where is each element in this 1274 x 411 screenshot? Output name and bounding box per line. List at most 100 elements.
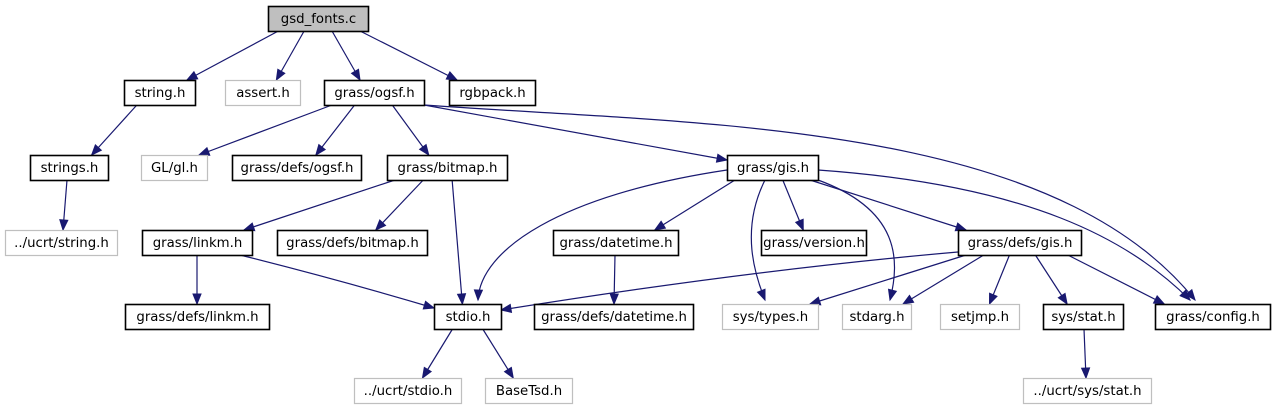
edge-grass-defs-gis-h-to-setjmp-h-arrowhead — [988, 292, 998, 306]
node-label: assert.h — [236, 86, 290, 101]
node-box — [433, 303, 503, 331]
edge-gsd-fonts-c-to-grass-ogsf-h-arrowhead — [350, 68, 361, 82]
edge-grass-defs-gis-h-to-stdio-h-arrowhead — [499, 303, 513, 314]
node-gsd-fonts-c[interactable]: gsd_fonts.c — [267, 5, 370, 33]
node-sys-types-h: sys/types.h — [721, 303, 820, 331]
edge-grass-linkm-h-to-stdio-h — [239, 254, 435, 309]
node-label: sys/stat.h — [1051, 310, 1115, 325]
edge-stdio-h-to-basetsd-h-arrowhead — [503, 366, 514, 380]
node-label: ../ucrt/sys/stat.h — [1033, 384, 1141, 399]
node-grass-config-h[interactable]: grass/config.h — [1154, 303, 1272, 331]
node-gl-gl-h: GL/gl.h — [140, 154, 209, 182]
node-grass-defs-linkm-h[interactable]: grass/defs/linkm.h — [124, 303, 271, 331]
node-rgbpack-h[interactable]: rgbpack.h — [448, 79, 537, 107]
edge-grass-gis-h-to-grass-datetime-h-arrowhead — [653, 220, 667, 231]
edge-string-h-to-strings-h — [91, 104, 138, 156]
edge-grass-ogsf-h-to-grass-defs-ogsf-h-arrowhead — [315, 143, 327, 157]
node-label: stdio.h — [446, 310, 491, 325]
edge-gsd-fonts-c-to-rgbpack-h — [359, 30, 458, 81]
edge-gsd-fonts-c-to-string-h — [186, 30, 279, 81]
node-sys-stat-h[interactable]: sys/stat.h — [1042, 303, 1125, 331]
node-label: gsd_fonts.c — [281, 12, 356, 27]
edge-grass-bitmap-h-to-grass-defs-bitmap-h-arrowhead — [374, 219, 387, 231]
node-label: rgbpack.h — [459, 86, 525, 101]
node-box — [140, 154, 209, 182]
node-box — [841, 303, 913, 331]
node-label: grass/bitmap.h — [398, 161, 498, 176]
node-label: grass/datetime.h — [559, 236, 672, 251]
edge-grass-gis-h-to-stdarg-h — [817, 179, 896, 301]
node-label: grass/linkm.h — [153, 236, 243, 251]
node-grass-linkm-h[interactable]: grass/linkm.h — [141, 229, 254, 257]
node-grass-defs-gis-h[interactable]: grass/defs/gis.h — [957, 229, 1083, 257]
node-grass-datetime-h[interactable]: grass/datetime.h — [552, 229, 680, 257]
node-grass-ogsf-h[interactable]: grass/ogsf.h — [323, 79, 426, 107]
edge-grass-defs-gis-h-to-stdio-h — [500, 251, 959, 311]
node-stdio-h[interactable]: stdio.h — [433, 303, 503, 331]
node-label: strings.h — [41, 161, 99, 176]
node-box — [386, 154, 509, 182]
edge-grass-gis-h-to-stdio-h-arrowhead — [473, 289, 484, 302]
node-box — [721, 303, 820, 331]
node-grass-defs-ogsf-h[interactable]: grass/defs/ogsf.h — [231, 154, 363, 182]
node-label: stdarg.h — [849, 310, 904, 325]
node-box — [939, 303, 1021, 331]
edges-layer — [59, 30, 1196, 380]
node-box — [448, 79, 537, 107]
edge-string-h-to-strings-h-arrowhead — [90, 144, 103, 156]
node-basetsd-h: BaseTsd.h — [484, 377, 574, 405]
node-grass-gis-h[interactable]: grass/gis.h — [726, 154, 820, 182]
node-box — [231, 154, 363, 182]
node-box — [276, 229, 429, 257]
edge-grass-gis-h-to-stdio-h — [477, 169, 728, 301]
node-label: grass/defs/bitmap.h — [286, 236, 419, 251]
edge-grass-defs-gis-h-to-sys-stat-h-arrowhead — [1057, 292, 1068, 306]
edge-grass-gis-h-to-grass-version-h-arrowhead — [794, 218, 804, 232]
edge-grass-bitmap-h-to-grass-linkm-h — [243, 179, 396, 231]
node-box — [29, 154, 110, 182]
node-assert-h: assert.h — [224, 79, 302, 107]
edge-grass-gis-h-to-stdarg-h-arrowhead — [887, 288, 898, 302]
edge-grass-gis-h-to-grass-config-h-arrowhead — [1179, 289, 1191, 301]
edge-grass-ogsf-h-to-grass-config-h-arrowhead — [1184, 288, 1196, 302]
edge-grass-gis-h-to-grass-defs-gis-h — [809, 179, 967, 231]
edge-grass-ogsf-h-to-grass-config-h — [423, 104, 1196, 301]
node-label: ../ucrt/stdio.h — [364, 384, 453, 399]
edge-grass-ogsf-h-to-grass-gis-h-arrowhead — [715, 153, 729, 163]
node-label: grass/gis.h — [737, 161, 809, 176]
node-ucrt-stdio-h: ../ucrt/stdio.h — [353, 377, 463, 405]
node-label: setjmp.h — [951, 310, 1009, 325]
node-setjmp-h: setjmp.h — [939, 303, 1021, 331]
node-grass-defs-datetime-h[interactable]: grass/defs/datetime.h — [533, 303, 695, 331]
node-box — [957, 229, 1083, 257]
node-box — [267, 5, 370, 33]
node-label: grass/ogsf.h — [334, 86, 414, 101]
edge-stdio-h-to-ucrt-stdio-h-arrowhead — [421, 366, 433, 380]
node-grass-bitmap-h[interactable]: grass/bitmap.h — [386, 154, 509, 182]
node-grass-defs-bitmap-h[interactable]: grass/defs/bitmap.h — [276, 229, 429, 257]
edge-grass-gis-h-to-grass-config-h — [817, 169, 1191, 301]
node-label: sys/types.h — [733, 310, 809, 325]
edge-grass-linkm-h-to-grass-defs-linkm-h-arrowhead — [192, 293, 202, 306]
edge-gsd-fonts-c-to-rgbpack-h-arrowhead — [445, 71, 459, 81]
node-string-h[interactable]: string.h — [123, 79, 197, 107]
node-box — [760, 229, 868, 257]
edge-grass-bitmap-h-to-grass-linkm-h-arrowhead — [242, 222, 256, 232]
edge-grass-gis-h-to-grass-defs-gis-h-arrowhead — [954, 222, 968, 232]
node-label: string.h — [135, 86, 186, 101]
node-box — [353, 377, 463, 405]
node-grass-version-h[interactable]: grass/version.h — [760, 229, 868, 257]
node-box — [141, 229, 254, 257]
edge-grass-defs-gis-h-to-grass-config-h-arrowhead — [1152, 295, 1166, 305]
node-label: grass/defs/datetime.h — [541, 310, 687, 325]
edge-gsd-fonts-c-to-string-h-arrowhead — [185, 70, 199, 81]
node-label: ../ucrt/string.h — [14, 236, 109, 251]
edge-grass-defs-gis-h-to-stdarg-h — [902, 254, 985, 305]
edge-grass-ogsf-h-to-gl-gl-h-arrowhead — [197, 146, 211, 156]
edge-grass-defs-gis-h-to-grass-config-h — [1067, 254, 1165, 305]
edge-grass-bitmap-h-to-stdio-h — [451, 179, 463, 305]
edge-grass-gis-h-to-sys-types-h-arrowhead — [756, 288, 766, 302]
node-strings-h[interactable]: strings.h — [29, 154, 110, 182]
edge-sys-stat-h-to-ucrt-sys-stat-h-arrowhead — [1080, 367, 1091, 380]
